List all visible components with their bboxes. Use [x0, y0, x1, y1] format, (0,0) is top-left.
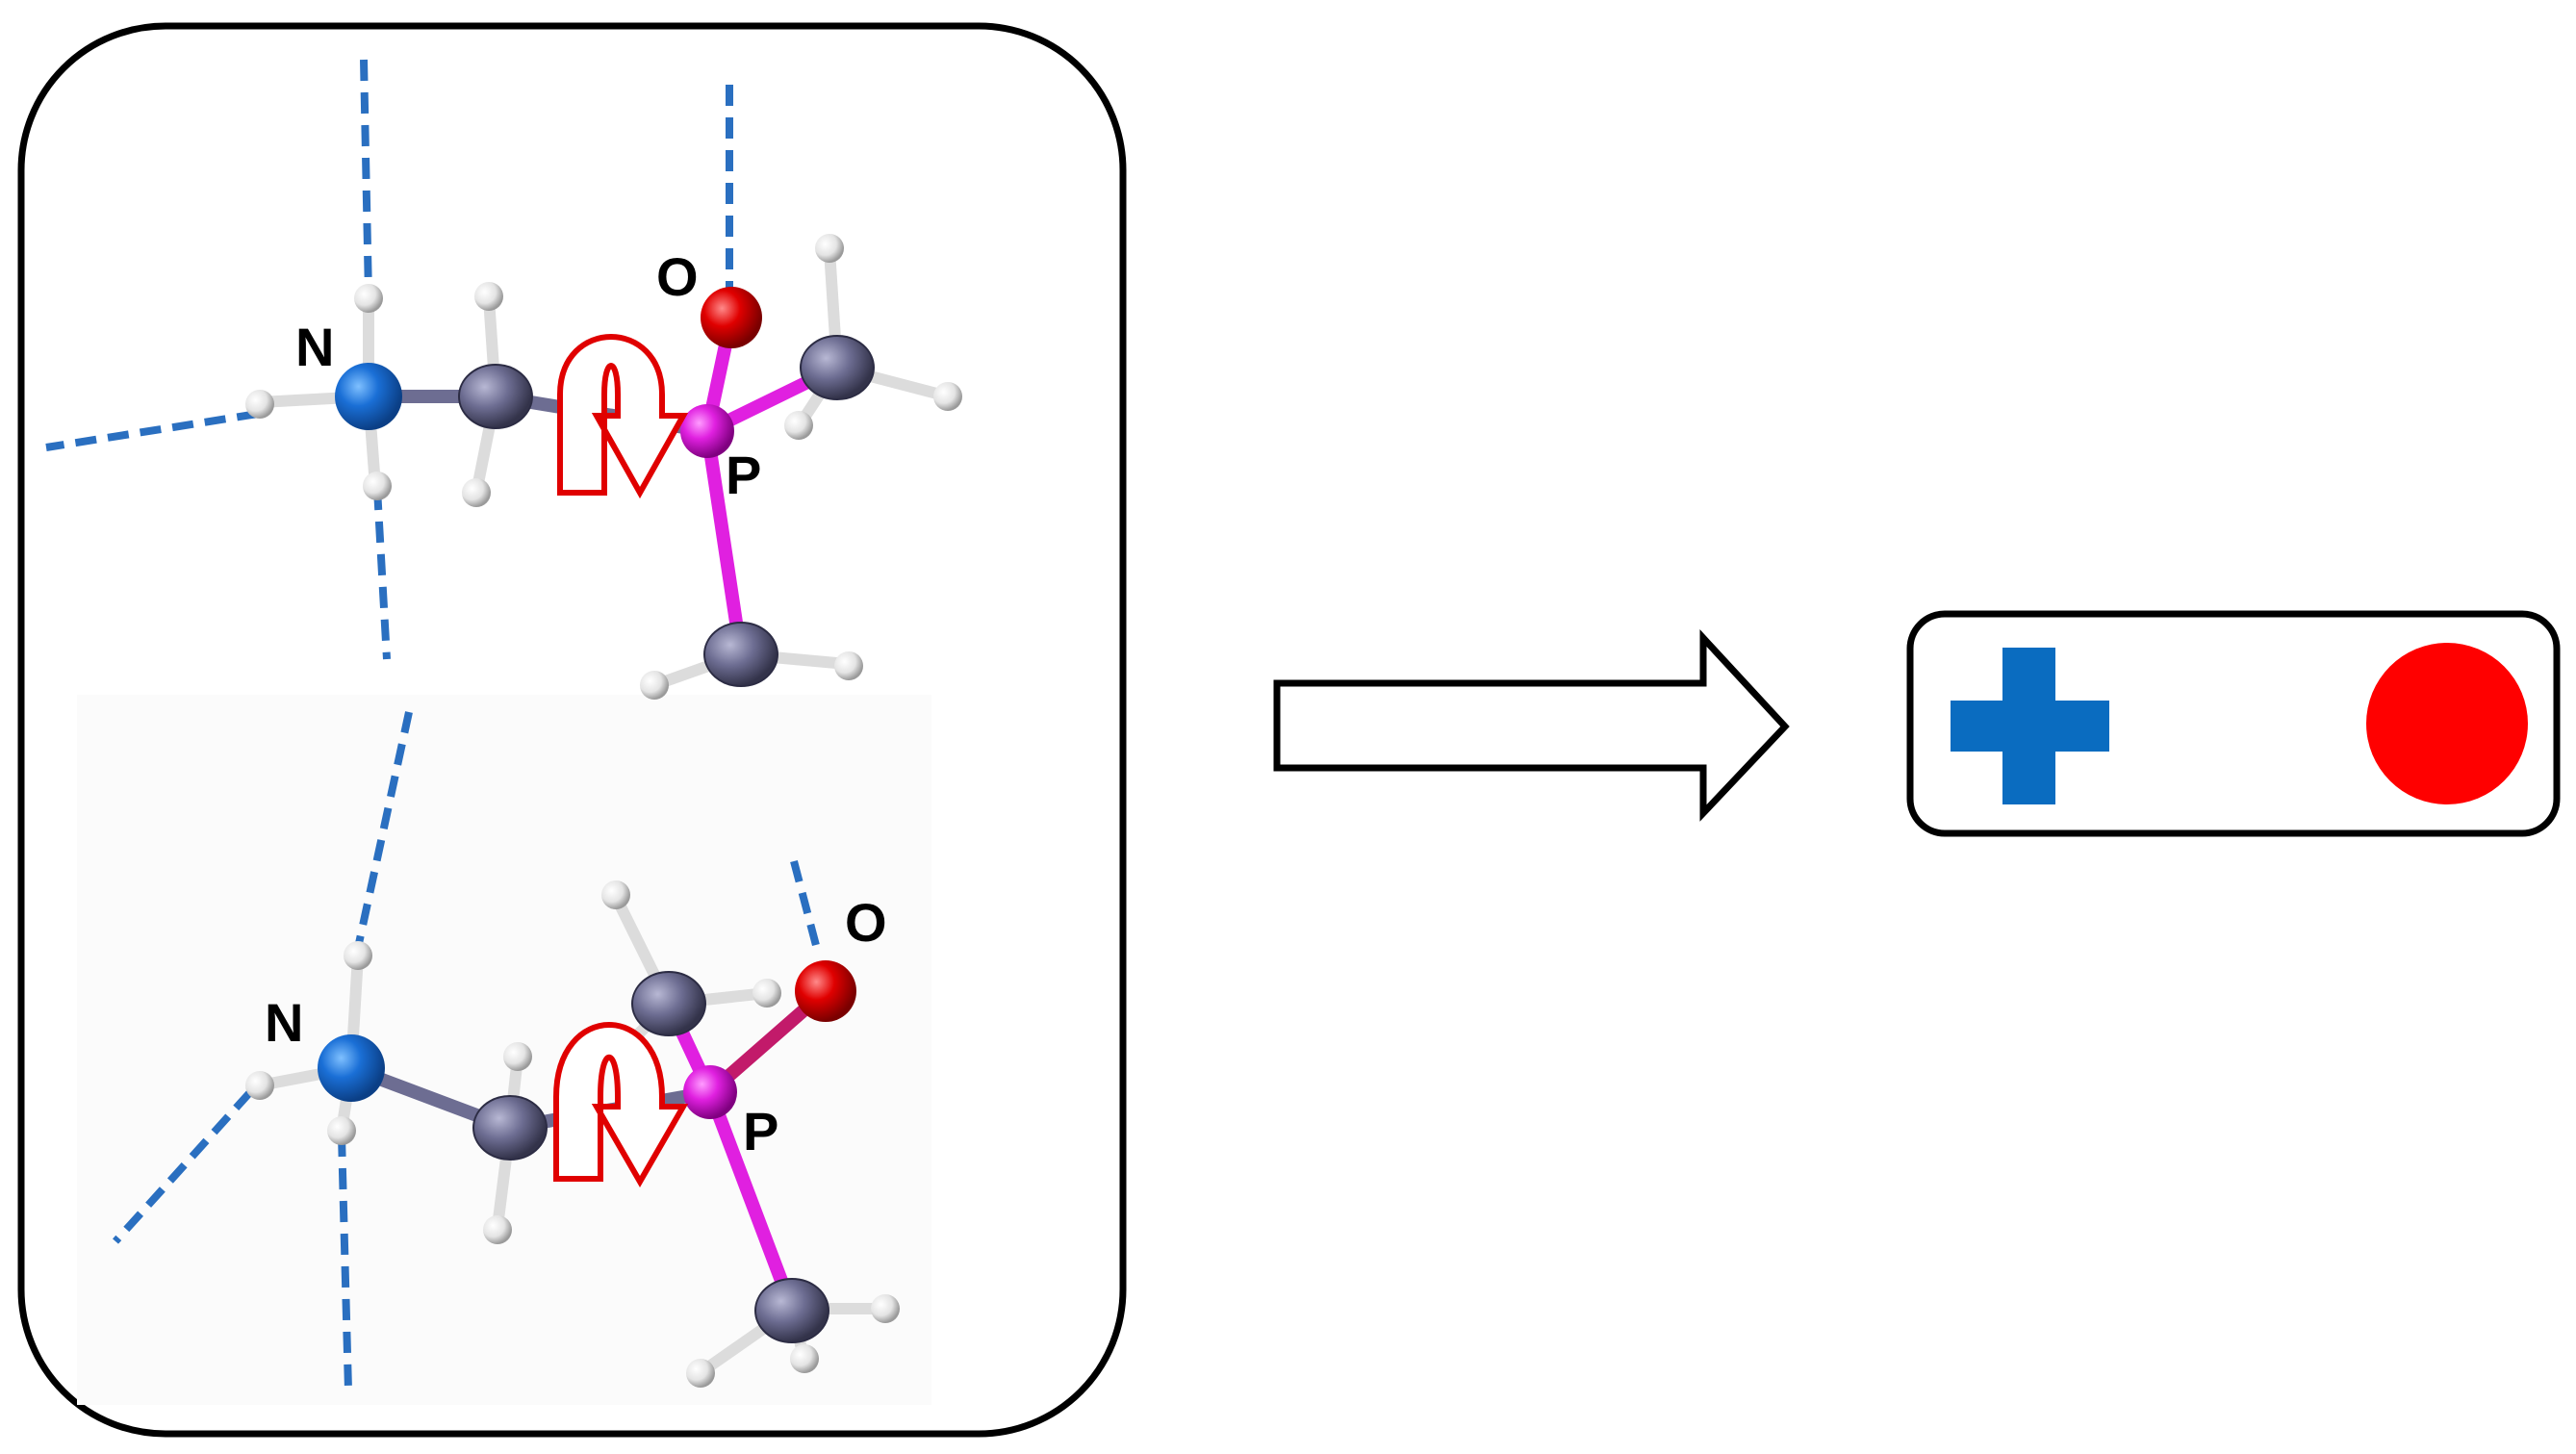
phosphorus-atom-bottom — [683, 1065, 737, 1119]
hydrogen-bonds-bottom — [113, 711, 822, 1391]
rotation-arrow-icon — [557, 334, 689, 499]
carbon-atom-bottom-3 — [754, 1278, 829, 1343]
phosphorus-atom-top — [680, 404, 734, 458]
result-box — [1906, 610, 2561, 837]
carbon-atom-top-3 — [703, 622, 778, 687]
carbon-atom-top-1 — [458, 364, 533, 429]
nitrogen-label-bottom: N — [265, 992, 303, 1053]
carbon-atom-bottom-2 — [631, 971, 706, 1036]
filled-circle-icon — [2366, 643, 2528, 804]
oxygen-label-bottom: O — [845, 892, 887, 953]
nitrogen-atom-top — [335, 363, 402, 430]
right-arrow-icon — [1273, 629, 1790, 822]
carbon-atom-top-2 — [800, 335, 875, 400]
oxygen-label-top: O — [656, 246, 699, 307]
hydrogen-bonds-top — [45, 59, 733, 660]
phosphorus-label-bottom: P — [743, 1101, 778, 1161]
nitrogen-label-top: N — [295, 317, 334, 377]
rotation-arrow-icon — [553, 1022, 689, 1188]
conformer-bottom: N O P — [113, 711, 900, 1391]
conformer-top: N O P — [45, 59, 962, 700]
hydrogen-atoms-top — [245, 234, 962, 700]
nitrogen-atom-bottom — [318, 1034, 385, 1102]
carbon-atom-bottom-1 — [472, 1095, 548, 1161]
oxygen-atom-top — [701, 287, 762, 348]
phosphorus-label-top: P — [726, 445, 761, 505]
oxygen-atom-bottom — [795, 960, 856, 1022]
plus-icon — [1951, 648, 2109, 804]
